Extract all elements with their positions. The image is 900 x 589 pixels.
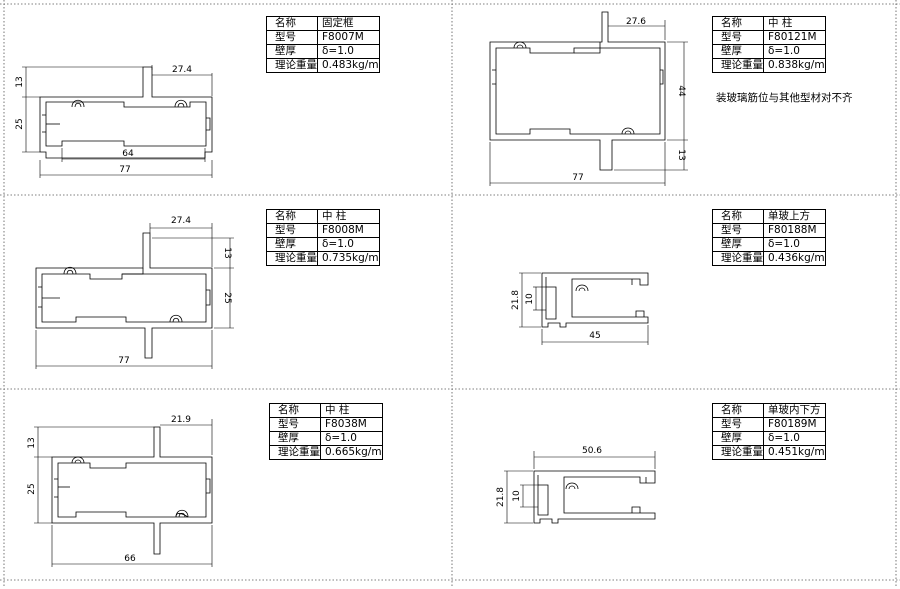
dim-outer-height: 21.8 xyxy=(511,290,521,310)
dim-left-lower: 25 xyxy=(15,118,25,129)
drawing-f80188m: 21.8 10 45 xyxy=(511,272,649,345)
label-weight: 理论重量 xyxy=(712,251,764,266)
drawing-f8038m: 21.9 13 25 66 xyxy=(27,415,213,567)
dim-inner-height: 10 xyxy=(512,490,522,502)
label-name: 名称 xyxy=(712,403,764,418)
dim-right-lower: 13 xyxy=(676,149,686,160)
label-weight: 理论重量 xyxy=(269,445,321,460)
drawing-f80189m: 50.6 21.8 10 xyxy=(496,446,656,524)
dim-inner-height: 10 xyxy=(525,293,535,305)
label-model: 型号 xyxy=(712,30,764,45)
dim-inner: 64 xyxy=(122,149,134,159)
dim-outer-height: 21.8 xyxy=(496,487,506,507)
label-weight: 理论重量 xyxy=(712,58,764,73)
profile-weight: 0.483kg/m xyxy=(317,58,380,73)
profile-name: 固定框 xyxy=(317,16,380,31)
profile-weight: 0.436kg/m xyxy=(763,251,826,266)
dim-width: 45 xyxy=(589,331,600,341)
profile-wall: δ=1.0 xyxy=(317,44,380,59)
label-wall: 壁厚 xyxy=(266,44,318,59)
dim-left-lower: 25 xyxy=(27,483,37,494)
dim-top: 27.4 xyxy=(171,216,191,226)
profile-note: 装玻璃筋位与其他型材对不齐 xyxy=(716,92,853,104)
profile-weight: 0.665kg/m xyxy=(320,445,383,460)
dim-right-upper: 13 xyxy=(222,247,232,258)
drawing-f80121m: 27.6 44 13 77 xyxy=(489,11,688,186)
dim-top: 21.9 xyxy=(171,415,191,425)
dim-overall: 77 xyxy=(572,173,583,183)
dim-top: 27.6 xyxy=(626,17,646,27)
dim-overall: 77 xyxy=(119,165,130,175)
label-weight: 理论重量 xyxy=(712,445,764,460)
dim-left-upper: 13 xyxy=(27,437,37,448)
profile-name: 中 柱 xyxy=(320,403,383,418)
dim-top: 27.4 xyxy=(172,65,192,75)
dim-width: 50.6 xyxy=(582,446,602,456)
dim-right-upper: 44 xyxy=(676,85,686,97)
profile-wall: δ=1.0 xyxy=(763,431,826,446)
drawing-f8007m: 77 64 27.4 13 25 xyxy=(15,65,213,178)
dim-left-upper: 13 xyxy=(15,76,25,87)
label-weight: 理论重量 xyxy=(266,58,318,73)
dim-overall: 66 xyxy=(124,554,136,564)
drawing-f8008m: 27.4 13 25 77 xyxy=(35,216,234,369)
label-wall: 壁厚 xyxy=(712,431,764,446)
profile-name: 单玻上方 xyxy=(763,209,826,224)
label-weight: 理论重量 xyxy=(266,251,318,266)
dim-right-lower: 25 xyxy=(222,292,232,303)
dim-overall: 77 xyxy=(118,356,129,366)
profile-weight: 0.735kg/m xyxy=(317,251,380,266)
profile-weight: 0.838kg/m xyxy=(763,58,826,73)
profile-weight: 0.451kg/m xyxy=(763,445,826,460)
